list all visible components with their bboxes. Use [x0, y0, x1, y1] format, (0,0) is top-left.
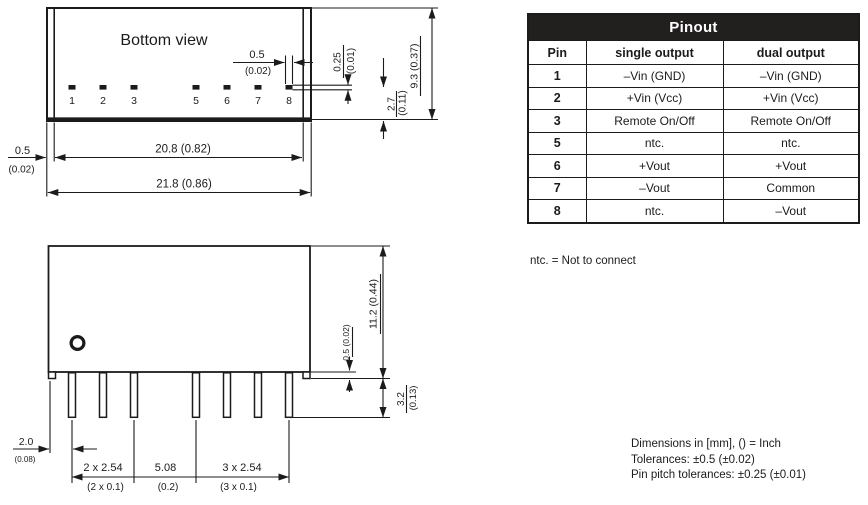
tolerance-notes: Dimensions in [mm], () = Inch Tolerances… — [631, 437, 806, 484]
pin-label-1: 1 — [69, 95, 75, 107]
dim-pin-inset-mm: 0.5 — [249, 49, 264, 61]
dim-standoff-label: 0.5 (0.02) — [341, 324, 351, 361]
pinout-table-title: Pinout — [527, 13, 860, 41]
pin-label-5: 5 — [193, 95, 199, 107]
pin-label-7: 7 — [255, 95, 261, 107]
dim-pin-offset-mm: 2.0 — [19, 436, 34, 448]
dim-pitch-b-mm: 5.08 — [155, 462, 176, 474]
dim-body-height: 9.3 (0.37) — [312, 7, 438, 121]
dim-standoff: 0.5 (0.02) — [341, 324, 354, 392]
dim-outer-width-label: 21.8 (0.86) — [156, 179, 212, 191]
dim-inner-width-label: 20.8 (0.82) — [155, 144, 211, 156]
col-header-dual-output: dual output — [722, 40, 860, 65]
dim-pin-offset-in: (0.08) — [15, 455, 36, 464]
dim-pin-to-edge-mm: 2.7 — [387, 97, 398, 111]
dim-pin-pitch: 2 x 2.54 5.08 3 x 2.54 (2 x 0.1) (0.2) (… — [71, 420, 290, 493]
side-view-pins — [67, 372, 294, 419]
pin-label-6: 6 — [224, 95, 230, 107]
table-row: 5 ntc. ntc. — [527, 131, 860, 155]
dim-pin-thickness-mm: 0.25 — [333, 52, 344, 72]
side-view: 11.2 (0.44) 0.5 (0.02) 3.2 (0.13) — [13, 245, 419, 493]
bottom-view-title: Bottom view — [120, 32, 208, 49]
dim-wall-in: (0.02) — [8, 165, 34, 176]
dim-module-height-label: 11.2 (0.44) — [368, 279, 380, 329]
dim-wall-mm: 0.5 — [15, 145, 30, 157]
pinout-table: Pinout Pin single output dual output 1 –… — [527, 13, 861, 224]
dim-pin-length-in: (0.13) — [408, 386, 419, 411]
dim-pitch-c-in: (3 x 0.1) — [220, 482, 257, 493]
dim-pin-inset-in: (0.02) — [245, 66, 271, 77]
dim-pitch-a-mm: 2 x 2.54 — [83, 462, 122, 474]
dim-module-height: 11.2 (0.44) — [368, 246, 387, 379]
table-row: 1 –Vin (GND) –Vin (GND) — [527, 64, 860, 88]
col-header-pin: Pin — [527, 40, 587, 65]
dim-pin-length: 3.2 (0.13) — [379, 378, 419, 418]
table-row: 2 +Vin (Vcc) +Vin (Vcc) — [527, 86, 860, 110]
mechanical-drawing: Bottom view 1 2 3 5 6 7 8 — [8, 7, 438, 493]
dim-outer-width: 21.8 (0.86) — [47, 179, 311, 196]
pin-label-3: 3 — [131, 95, 137, 107]
dim-wall: 0.5 (0.02) — [8, 145, 46, 176]
tolerance-line-general: Tolerances: ±0.5 (±0.02) — [631, 453, 755, 466]
bottom-view-pin-numbers: 1 2 3 5 6 7 8 — [69, 95, 292, 107]
dim-pitch-a-in: (2 x 0.1) — [87, 482, 124, 493]
col-header-single-output: single output — [585, 40, 724, 65]
dim-inner-width: 20.8 (0.82) — [55, 144, 302, 161]
ntc-note: ntc. = Not to connect — [530, 255, 636, 267]
table-row: 3 Remote On/Off Remote On/Off — [527, 109, 860, 133]
pin-label-8: 8 — [286, 95, 292, 107]
table-row: 7 –Vout Common — [527, 176, 860, 200]
dim-body-height-label: 9.3 (0.37) — [409, 44, 421, 89]
dim-pin-length-mm: 3.2 — [396, 392, 407, 406]
dim-pin-to-edge-in: (0.11) — [398, 90, 409, 115]
table-row: 8 ntc. –Vout — [527, 199, 860, 223]
dim-pitch-b-in: (0.2) — [158, 482, 179, 493]
pin-label-2: 2 — [100, 95, 106, 107]
dim-pitch-c-mm: 3 x 2.54 — [222, 462, 261, 474]
dim-pin-thickness-in: (0.01) — [346, 48, 357, 74]
tolerance-line-pitch: Pin pitch tolerances: ±0.25 (±0.01) — [631, 469, 806, 481]
bottom-view: Bottom view 1 2 3 5 6 7 8 — [8, 7, 438, 197]
table-row: 6 +Vout +Vout — [527, 154, 860, 178]
dim-pin-to-edge: 2.7 (0.11) — [380, 58, 409, 139]
dim-pin-offset: 2.0 (0.08) — [13, 381, 97, 464]
bottom-view-pads — [68, 85, 293, 90]
pin1-marker-icon — [69, 335, 86, 352]
tolerance-line-units: Dimensions in [mm], () = Inch — [631, 438, 781, 450]
dim-pin-inset: 0.5 (0.02) — [233, 49, 313, 84]
dim-pin-thickness: 0.25 (0.01) — [333, 45, 357, 104]
